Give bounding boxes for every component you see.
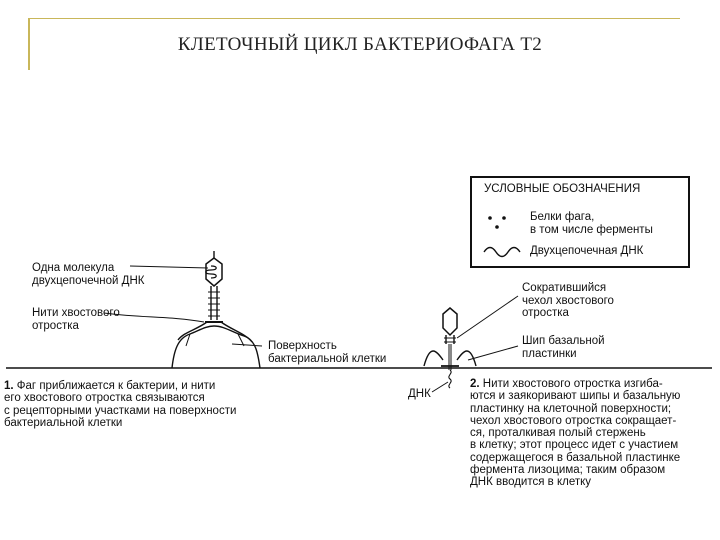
label-contracted-sheath: Сократившийся чехол хвостового отростка	[522, 282, 614, 320]
phage-attached-icon	[424, 308, 476, 388]
legend-item-proteins: Белки фага, в том числе ферменты	[530, 211, 653, 236]
cell-surface-bump	[172, 326, 260, 368]
step-1-text: Фаг приближается к бактерии, и нити его …	[4, 380, 236, 429]
pointer-cell-surface	[232, 344, 262, 346]
label-base-plate-spike: Шип базальной пластинки	[522, 335, 605, 360]
step-2-number: 2.	[470, 378, 480, 390]
label-tail-fibers: Нити хвостового отростка	[32, 307, 120, 332]
phage-approaching-icon	[178, 251, 252, 342]
label-dna: ДНК	[408, 388, 431, 401]
pointer-base-plate-spike	[468, 346, 518, 360]
legend-item-dna: Двухцепочечная ДНК	[530, 245, 643, 257]
legend-title: УСЛОВНЫЕ ОБОЗНАЧЕНИЯ	[484, 183, 640, 195]
step-2-text: Нити хвостового отростка изгиба- ются и …	[470, 378, 680, 488]
step-1: 1. Фаг приближается к бактерии, и нити е…	[4, 380, 274, 429]
label-dna-molecule: Одна молекула двухцепочечной ДНК	[32, 262, 144, 287]
label-cell-surface: Поверхность бактериальной клетки	[268, 340, 386, 365]
step-1-number: 1.	[4, 380, 14, 392]
step-2: 2. Нити хвостового отростка изгиба- ются…	[470, 378, 716, 489]
pointer-dna	[432, 382, 448, 392]
pointer-contracted-sheath	[457, 296, 518, 338]
